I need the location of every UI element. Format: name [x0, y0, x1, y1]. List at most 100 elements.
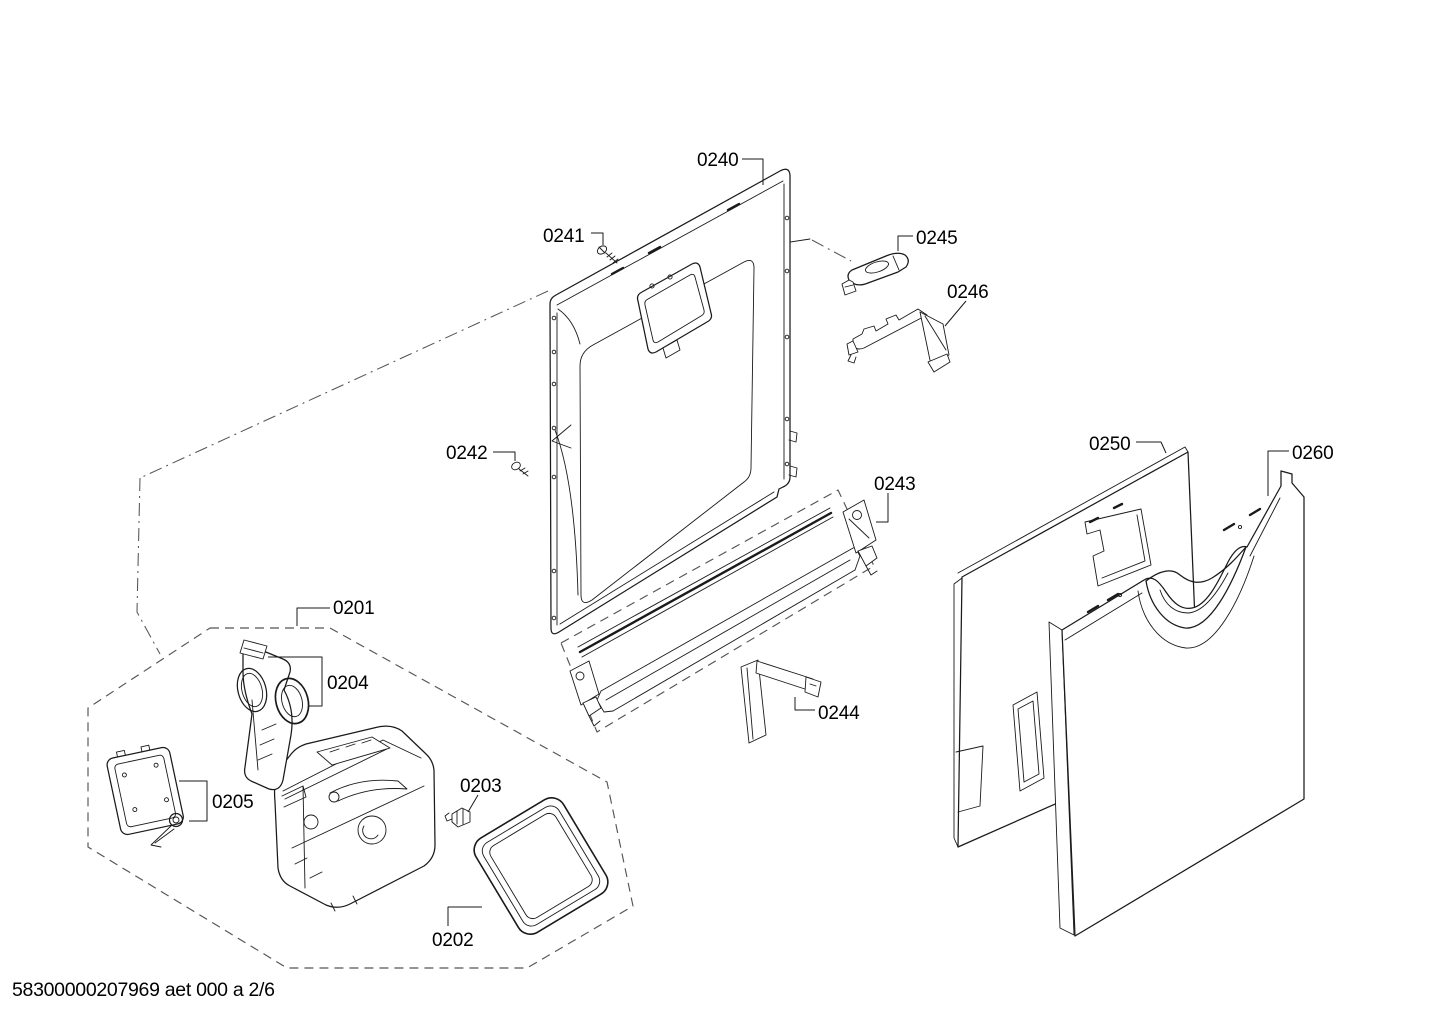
hook-line: [844, 284, 854, 288]
bracket-foot: [846, 340, 859, 356]
group-0201-boundary: [87, 627, 634, 969]
vertical-leg: [740, 659, 767, 744]
part-0205-cover-plate[interactable]: [105, 741, 185, 836]
vent-slot-inner: [1017, 700, 1040, 783]
leader-0204: [268, 656, 323, 707]
foot-tail: [847, 354, 857, 364]
part-0240-inner-door-panel[interactable]: [549, 168, 798, 635]
part-label-0260[interactable]: 0260: [1292, 443, 1334, 464]
panel-hem-lines: [556, 180, 785, 626]
drawing-segment: [852, 510, 862, 520]
drawing-segment: [582, 696, 602, 717]
cap-line: [243, 647, 264, 654]
left-edge-screw-holes: [551, 315, 557, 621]
screw-hole: [667, 274, 673, 280]
dispenser-cutout-inner: [644, 273, 705, 344]
part-label-0241[interactable]: 0241: [543, 226, 585, 247]
plate-inner: [114, 754, 177, 828]
drawing-segment: [164, 797, 169, 803]
right-edge-tabs: [788, 430, 798, 478]
drawing-segment: [551, 349, 557, 355]
part-label-0243[interactable]: 0243: [874, 474, 916, 495]
latch-slots: [329, 739, 372, 753]
pin-hole: [1117, 592, 1123, 598]
bottom-notch: [955, 745, 984, 813]
right-corner-bracket: [842, 499, 878, 576]
window-tab-marks: [1088, 502, 1124, 524]
part-0202-dispenser-gasket[interactable]: [469, 793, 613, 940]
clip-body: [451, 807, 471, 828]
screw-threads: [519, 467, 529, 475]
part-0204-seal-ring[interactable]: [271, 675, 314, 728]
tail-slots: [257, 723, 277, 761]
part-0205-spring[interactable]: [150, 812, 184, 848]
document-code: 58300000207969 aet 000 a 2/6: [12, 979, 275, 1001]
part-0245-door-latch[interactable]: [841, 252, 909, 296]
ring-inner: [281, 684, 303, 718]
drawing-segment: [1145, 546, 1247, 583]
spring-coil-inner: [172, 816, 180, 824]
drawing-segment: [842, 499, 877, 554]
part-label-0201[interactable]: 0201: [333, 598, 375, 619]
top-thickness-band: [957, 446, 1189, 574]
leader-0246: [944, 300, 967, 327]
panel-inner-face: [579, 260, 755, 604]
part-0246-latch-bracket[interactable]: [846, 308, 951, 373]
part-0244-corner-seal[interactable]: [740, 659, 822, 744]
latch-position-line-dashed: [811, 239, 852, 262]
ring-outer: [274, 677, 310, 725]
dispenser-funnel-bracket[interactable]: [233, 639, 293, 791]
funnel-mouth-inner: [240, 672, 264, 708]
part-label-0203[interactable]: 0203: [460, 776, 502, 797]
window-cutout: [1084, 508, 1152, 587]
screw-slot: [598, 246, 606, 254]
latch-hook: [841, 279, 857, 296]
part-label-0204[interactable]: 0204: [327, 673, 369, 694]
part-0241-screw[interactable]: [596, 244, 619, 264]
latch-slot: [865, 260, 889, 274]
drawing-segment: [551, 425, 557, 431]
screw-shaft: [518, 468, 529, 477]
drawing-segment: [865, 565, 878, 576]
lever-arm: [329, 779, 408, 802]
part-0201-detergent-dispenser[interactable]: [273, 725, 436, 912]
part-0260-outer-door-panel[interactable]: [1048, 470, 1305, 937]
part-label-0205[interactable]: 0205: [212, 792, 254, 813]
cutout-tab: [662, 339, 681, 359]
left-flap: [281, 785, 307, 889]
part-label-0246[interactable]: 0246: [947, 282, 989, 303]
drawing-segment: [1137, 555, 1255, 649]
blade-flap: [927, 353, 951, 373]
front-divider: [291, 785, 425, 849]
spring-legs: [150, 824, 175, 848]
clip-notch: [809, 683, 817, 687]
leader-0241: [591, 232, 604, 245]
drawing-segment: [848, 518, 870, 539]
part-label-0242[interactable]: 0242: [446, 443, 488, 464]
part-label-0250[interactable]: 0250: [1089, 434, 1131, 455]
top-ridge: [284, 747, 390, 800]
part-0203-clip[interactable]: [444, 807, 471, 828]
drawing-segment: [1145, 546, 1247, 629]
handle-recess: [1137, 546, 1255, 649]
part-label-0244[interactable]: 0244: [818, 703, 860, 724]
hinge-tab-marks: [1086, 507, 1262, 614]
funnel-mouth-outer: [236, 667, 268, 713]
part-0243-seal-strip-kit[interactable]: [569, 499, 878, 727]
bracket-bar: [852, 308, 928, 350]
part-label-0240[interactable]: 0240: [697, 150, 739, 171]
latch-head-line: [892, 255, 900, 271]
part-0242-screw[interactable]: [510, 461, 529, 477]
panel-pocket-curve: [554, 429, 579, 596]
drawing-segment: [784, 461, 790, 467]
pin-hole: [1237, 524, 1243, 530]
top-edge-ticks: [610, 202, 741, 276]
left-thickness-band: [953, 577, 963, 848]
gasket-inner: [489, 812, 593, 920]
part-label-0202[interactable]: 0202: [432, 930, 474, 951]
part-label-0245[interactable]: 0245: [916, 228, 958, 249]
drawing-segment: [1159, 572, 1229, 614]
funnel-cap: [239, 639, 268, 660]
left-corner-bracket: [569, 660, 602, 727]
